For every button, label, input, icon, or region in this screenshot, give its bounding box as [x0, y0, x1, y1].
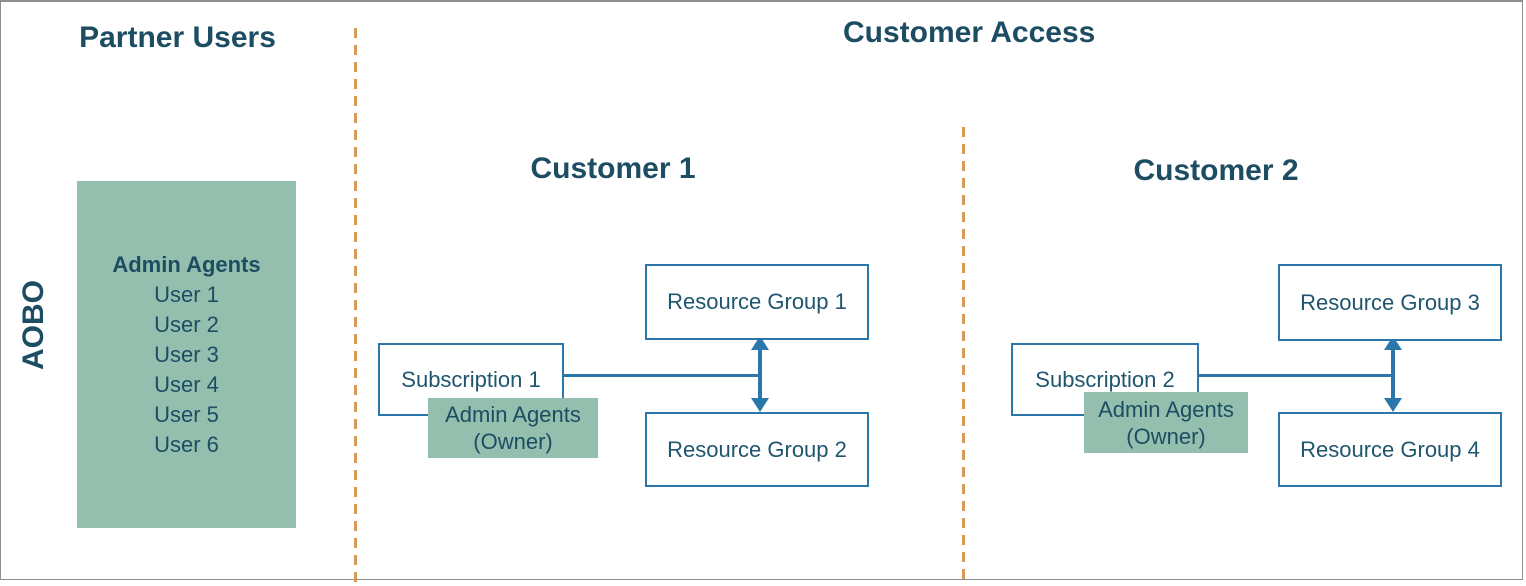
resource-group-3-4-double-arrow [1384, 336, 1402, 412]
customer1-admin-agents-owner-box: Admin Agents (Owner) [428, 398, 598, 458]
arrow-shaft [1391, 348, 1395, 400]
owner-label-line2: (Owner) [473, 429, 553, 454]
arrow-down-head [1384, 398, 1402, 412]
customer-2-heading: Customer 2 [1133, 154, 1299, 187]
resource-group-1-2-double-arrow [751, 336, 769, 412]
customer1-customer2-divider [962, 127, 965, 586]
partner-user-item: User 6 [154, 431, 219, 457]
subscription1-connector-line [560, 374, 760, 377]
resource-group-2-box: Resource Group 2 [645, 412, 869, 487]
partner-user-item: User 4 [154, 371, 219, 397]
partner-users-heading: Partner Users [79, 21, 276, 54]
admin-agents-group-box: Admin Agents User 1 User 2 User 3 User 4… [77, 181, 296, 528]
resource-group-2-label: Resource Group 2 [667, 436, 847, 462]
resource-group-3-label: Resource Group 3 [1300, 289, 1480, 315]
customer-access-heading: Customer Access [843, 16, 1096, 49]
customer2-admin-agents-owner-box: Admin Agents (Owner) [1084, 392, 1248, 453]
subscription2-connector-line [1195, 374, 1393, 377]
arrow-down-head [751, 398, 769, 412]
partner-user-item: User 5 [154, 401, 219, 427]
owner-label-line1: Admin Agents [445, 402, 581, 427]
customer-1-heading: Customer 1 [530, 152, 696, 185]
owner-label-line1: Admin Agents [1098, 396, 1234, 422]
resource-group-1-label: Resource Group 1 [667, 289, 847, 314]
partner-user-item: User 1 [154, 281, 219, 307]
owner-label-line2: (Owner) [1126, 423, 1206, 449]
subscription-1-label: Subscription 1 [401, 366, 541, 392]
partner-user-item: User 3 [154, 341, 219, 367]
resource-group-3-box: Resource Group 3 [1278, 264, 1502, 341]
partner-user-item: User 2 [154, 311, 219, 337]
partner-customer-divider [354, 28, 357, 586]
subscription-2-label: Subscription 2 [1035, 366, 1175, 392]
resource-group-4-label: Resource Group 4 [1300, 436, 1480, 462]
admin-agents-group-title: Admin Agents [112, 251, 261, 277]
resource-group-1-box: Resource Group 1 [645, 264, 869, 340]
aobo-label: AOBO [17, 280, 50, 370]
arrow-shaft [758, 348, 762, 400]
resource-group-4-box: Resource Group 4 [1278, 412, 1502, 487]
